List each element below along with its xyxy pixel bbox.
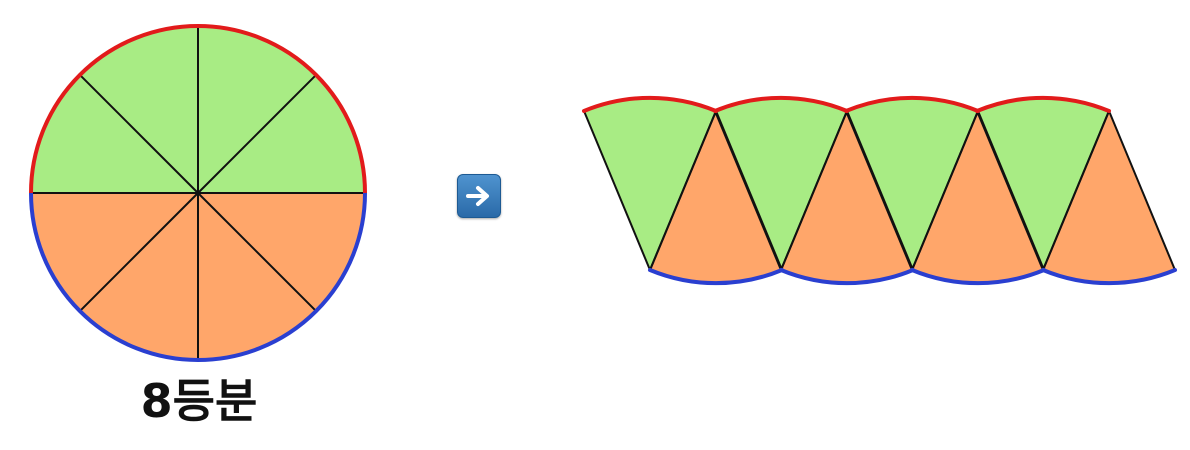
lower-sector-piece <box>781 111 913 284</box>
radius-line <box>197 192 317 312</box>
lower-sector-piece <box>912 111 1044 284</box>
division-caption: 8등분 <box>140 374 258 428</box>
upper-arc-segment <box>582 95 718 113</box>
radius-line <box>780 110 848 271</box>
rearranged-sectors <box>582 95 1177 286</box>
upper-sector <box>79 26 198 193</box>
lower-arc-segment <box>1041 268 1177 286</box>
lower-sector <box>198 193 365 312</box>
lower-sector <box>198 193 317 360</box>
radius-line <box>583 110 651 271</box>
lower-sector-piece <box>650 111 782 284</box>
upper-sector-piece <box>846 97 978 270</box>
divided-circle <box>29 24 367 362</box>
upper-sector <box>30 74 198 193</box>
arrow-button[interactable] <box>457 174 501 218</box>
radius-line <box>911 110 979 271</box>
radius-line <box>976 110 1044 271</box>
radius-line <box>79 74 199 194</box>
radius-line <box>79 192 199 312</box>
upper-sector-piece <box>977 97 1109 270</box>
upper-arc-segment <box>975 95 1111 113</box>
upper-half-arc <box>29 24 367 194</box>
lower-sector-piece <box>1043 111 1175 284</box>
upper-arc-segment <box>844 95 980 113</box>
radius-line <box>649 110 717 271</box>
lower-arc-segment <box>910 268 1046 286</box>
radius-line <box>845 110 913 271</box>
lower-arc-segment <box>779 268 915 286</box>
upper-sector-piece <box>584 97 716 270</box>
upper-arc-segment <box>713 95 849 113</box>
right-arrow-icon <box>466 186 489 206</box>
lower-sector <box>79 193 198 360</box>
upper-sector <box>198 26 317 193</box>
lower-sector <box>31 193 198 312</box>
upper-sector <box>198 74 365 193</box>
radius-line <box>714 110 782 271</box>
radius-line <box>1108 110 1176 271</box>
upper-sector-piece <box>715 97 847 270</box>
radius-line <box>1042 110 1110 271</box>
radius-line <box>197 74 317 194</box>
lower-half-arc <box>29 192 367 362</box>
lower-arc-segment <box>648 268 784 286</box>
